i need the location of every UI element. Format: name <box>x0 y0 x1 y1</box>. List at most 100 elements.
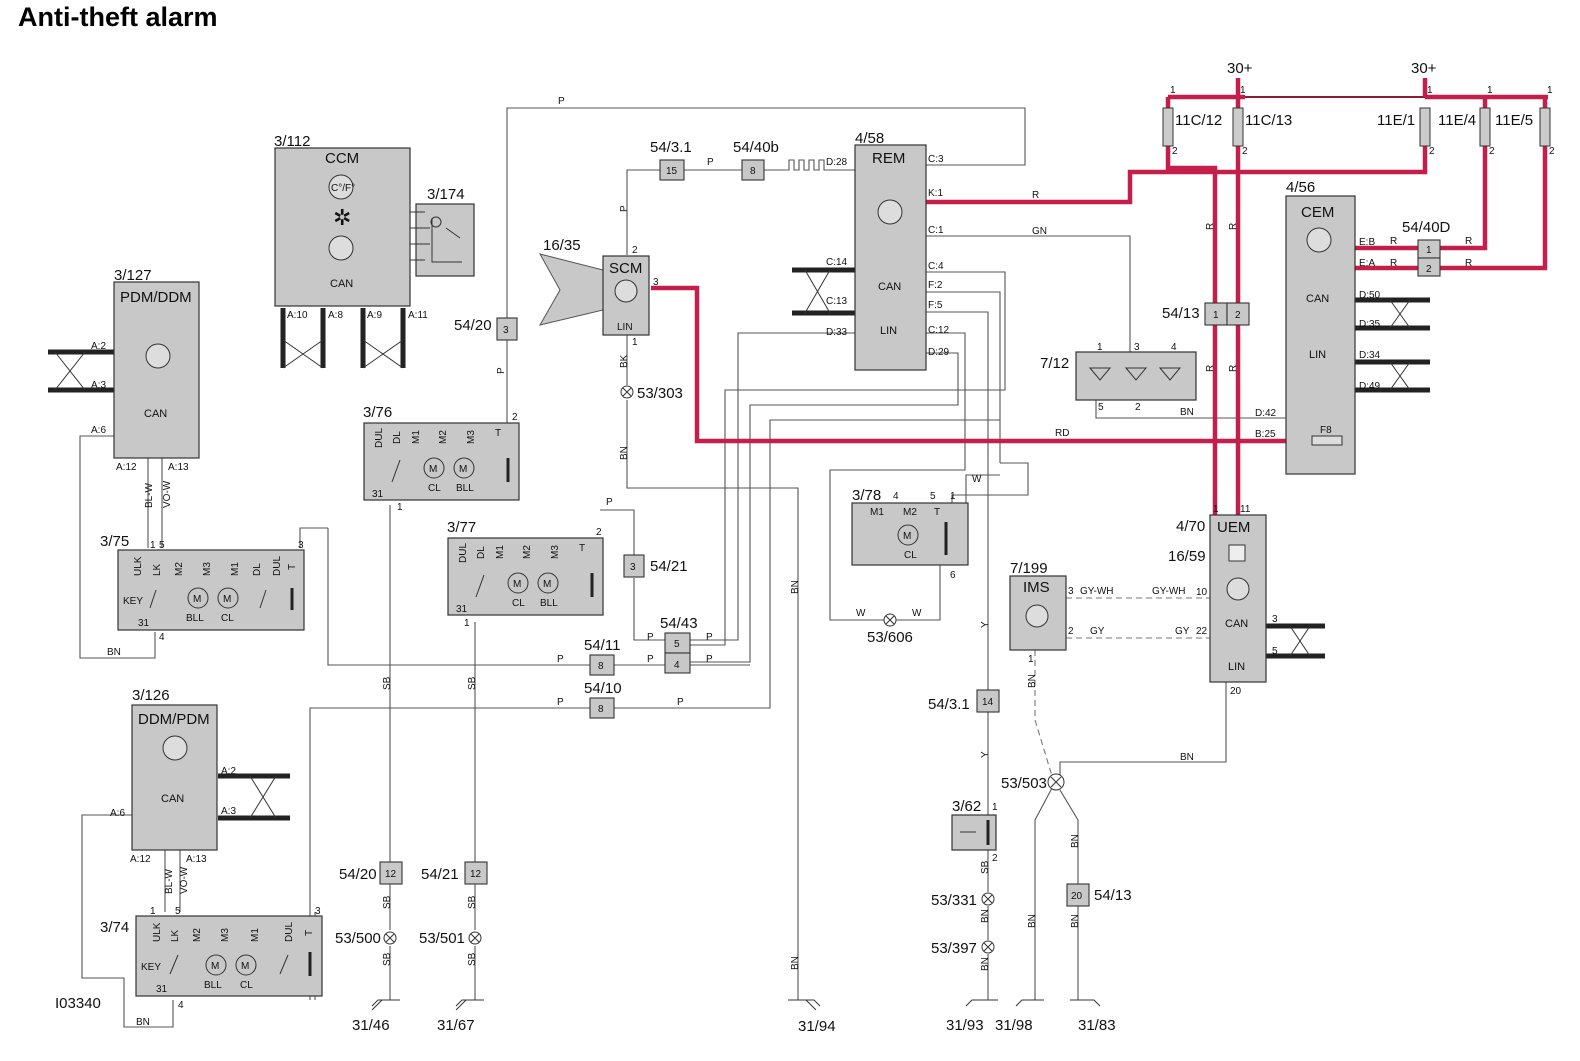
svg-text:3/75: 3/75 <box>100 533 129 550</box>
svg-text:BN: BN <box>1070 834 1081 848</box>
svg-text:1: 1 <box>1487 85 1493 96</box>
svg-text:6: 6 <box>950 570 956 581</box>
svg-text:1: 1 <box>992 802 998 813</box>
transistor-icon <box>145 343 171 369</box>
svg-text:M: M <box>459 464 467 475</box>
svg-text:LIN: LIN <box>1228 661 1245 673</box>
figure-id: I03340 <box>55 995 101 1012</box>
svg-text:M: M <box>903 531 911 542</box>
svg-text:P: P <box>496 367 507 374</box>
svg-text:BL-W: BL-W <box>144 482 155 508</box>
svg-text:P: P <box>706 632 713 643</box>
svg-text:DUL: DUL <box>272 556 283 576</box>
svg-text:D:29: D:29 <box>928 347 950 358</box>
svg-text:14: 14 <box>982 697 994 708</box>
svg-text:BK: BK <box>619 354 630 368</box>
svg-text:T: T <box>934 507 940 518</box>
svg-text:2: 2 <box>1489 146 1495 157</box>
fuse-block: 30+ 30+ 11C/12 11C/13 11E/1 11E/4 11E/5 … <box>1162 60 1555 157</box>
svg-text:R: R <box>1465 236 1472 247</box>
svg-text:A:8: A:8 <box>328 310 343 321</box>
svg-text:53/503: 53/503 <box>1001 775 1047 792</box>
svg-text:54/13: 54/13 <box>1094 887 1132 904</box>
svg-text:GY: GY <box>1090 626 1105 637</box>
svg-text:54/20: 54/20 <box>454 317 492 334</box>
transistor-icon <box>1306 227 1332 253</box>
svg-text:R: R <box>1390 258 1397 269</box>
svg-text:R: R <box>1228 365 1239 372</box>
svg-text:4: 4 <box>178 1000 184 1011</box>
cem-module: 4/56 CEM CAN LIN E:B E:A D:50 D:35 D:34 … <box>1255 179 1381 475</box>
rem-module: 4/58 REM CAN LIN D:28 C:3 K:1 C:1 C:14 C… <box>826 130 950 371</box>
svg-text:53/303: 53/303 <box>637 385 683 402</box>
svg-text:BLL: BLL <box>540 598 558 609</box>
svg-text:GY-WH: GY-WH <box>1152 586 1186 597</box>
svg-text:DL: DL <box>252 563 263 576</box>
svg-text:31: 31 <box>138 618 150 629</box>
svg-text:3/126: 3/126 <box>132 687 170 704</box>
svg-text:1: 1 <box>1170 85 1176 96</box>
svg-text:CL: CL <box>221 613 234 624</box>
svg-text:54/10: 54/10 <box>584 680 622 697</box>
svg-text:W: W <box>972 474 982 485</box>
svg-text:BN: BN <box>619 446 630 460</box>
svg-text:20: 20 <box>1071 891 1083 902</box>
svg-text:4: 4 <box>893 491 899 502</box>
ims-dashed-wires <box>1034 597 1210 777</box>
svg-text:T: T <box>304 930 315 936</box>
svg-text:A:9: A:9 <box>367 310 382 321</box>
svg-text:15: 15 <box>666 166 678 177</box>
svg-text:ULK: ULK <box>133 556 144 576</box>
motor-icon <box>897 524 919 546</box>
svg-text:2: 2 <box>1068 626 1074 637</box>
svg-text:P: P <box>606 497 613 508</box>
switch-3-75: 3/75 ULK LK M2 M3 M1 DL DUL T KEY M M BL… <box>100 533 305 643</box>
svg-text:KEY: KEY <box>123 596 143 607</box>
svg-text:RD: RD <box>1055 428 1069 439</box>
switch-3-76: 3/76 DUL DL M1 M2 M3 T M M CL BLL 2 31 1 <box>363 404 520 513</box>
svg-text:Y: Y <box>980 751 991 758</box>
bus-lines <box>48 267 1430 821</box>
svg-text:1: 1 <box>950 491 956 502</box>
svg-text:DUL: DUL <box>374 428 385 448</box>
svg-text:VO-W: VO-W <box>179 866 190 894</box>
svg-text:3/74: 3/74 <box>100 919 129 936</box>
svg-text:1: 1 <box>464 618 470 629</box>
svg-text:R: R <box>1205 223 1216 230</box>
svg-text:CAN: CAN <box>144 408 167 420</box>
svg-text:8: 8 <box>598 661 604 672</box>
svg-text:54/3.1: 54/3.1 <box>650 139 692 156</box>
svg-text:2: 2 <box>1135 402 1141 413</box>
svg-text:3: 3 <box>1068 586 1074 597</box>
svg-text:GY: GY <box>1175 626 1190 637</box>
svg-text:DUL: DUL <box>284 922 295 942</box>
svg-text:Y: Y <box>980 621 991 628</box>
svg-text:1: 1 <box>1547 85 1553 96</box>
svg-text:53/331: 53/331 <box>931 892 977 909</box>
svg-text:M1: M1 <box>230 562 241 576</box>
transistor-icon <box>614 279 638 303</box>
svg-text:BN: BN <box>1180 407 1194 418</box>
switch-3-78: 3/78 M1 M2 T M CL 4 5 1 6 <box>851 487 969 581</box>
svg-text:DUL: DUL <box>458 543 469 563</box>
svg-text:1: 1 <box>150 906 156 917</box>
pdm-ddm-module: 3/127 PDM/DDM CAN A:2 A:3 A:6 A:12 A:13 … <box>91 267 200 508</box>
svg-text:4: 4 <box>159 632 165 643</box>
svg-text:3/62: 3/62 <box>952 798 981 815</box>
svg-text:54/3.1: 54/3.1 <box>928 696 970 713</box>
svg-text:M: M <box>543 579 551 590</box>
svg-text:M3: M3 <box>220 928 231 942</box>
svg-text:54/21: 54/21 <box>421 866 459 883</box>
svg-text:1: 1 <box>1028 654 1034 665</box>
svg-text:R: R <box>1465 258 1472 269</box>
svg-text:DDM/PDM: DDM/PDM <box>138 711 210 728</box>
svg-text:A:13: A:13 <box>168 462 189 473</box>
svg-text:3: 3 <box>503 325 509 336</box>
svg-text:LIN: LIN <box>1309 349 1326 361</box>
svg-text:1: 1 <box>150 540 156 551</box>
svg-text:E:B: E:B <box>1359 237 1375 248</box>
svg-text:54/20: 54/20 <box>339 866 377 883</box>
svg-text:5: 5 <box>1098 402 1104 413</box>
svg-text:A:12: A:12 <box>116 462 137 473</box>
svg-text:BN: BN <box>790 580 801 594</box>
